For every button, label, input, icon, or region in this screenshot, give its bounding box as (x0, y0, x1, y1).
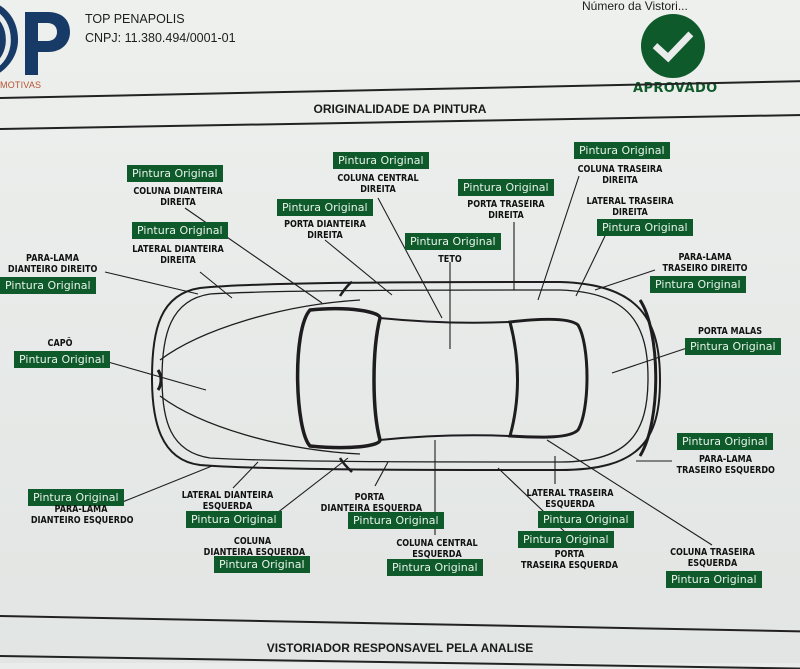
check-circle-icon (641, 14, 705, 78)
part-label: TETO (438, 254, 462, 265)
paint-status-tag[interactable]: Pintura Original (214, 556, 310, 573)
paint-status-tag[interactable]: Pintura Original (574, 142, 670, 159)
company-info: TOP PENAPOLIS CNPJ: 11.380.494/0001-01 (85, 10, 236, 48)
paint-status-tag[interactable]: Pintura Original (677, 433, 773, 450)
paint-status-tag[interactable]: Pintura Original (597, 219, 693, 236)
paint-status-tag[interactable]: Pintura Original (538, 511, 634, 528)
paint-status-tag[interactable]: Pintura Original (132, 222, 228, 239)
paint-status-tag[interactable]: Pintura Original (685, 338, 781, 355)
part-label: CAPÔ (47, 338, 73, 349)
brand-suffix: MOTIVAS (0, 80, 42, 90)
company-cnpj: CNPJ: 11.380.494/0001-01 (85, 31, 236, 45)
paint-status-tag[interactable]: Pintura Original (28, 489, 124, 506)
paint-status-tag[interactable]: Pintura Original (0, 277, 96, 294)
paint-status-tag[interactable]: Pintura Original (127, 165, 223, 182)
paint-status-tag[interactable]: Pintura Original (348, 512, 444, 529)
paint-status-tag[interactable]: Pintura Original (666, 571, 762, 588)
paint-status-tag[interactable]: Pintura Original (405, 233, 501, 250)
section-title: ORIGINALIDADE DA PINTURA (313, 102, 487, 116)
paint-status-tag[interactable]: Pintura Original (458, 179, 554, 196)
inspection-number-label: Número da Vistori... (582, 0, 688, 13)
paint-status-tag[interactable]: Pintura Original (650, 276, 746, 293)
paint-status-tag[interactable]: Pintura Original (277, 199, 373, 216)
paint-status-tag[interactable]: Pintura Original (186, 511, 282, 528)
paint-status-tag[interactable]: Pintura Original (387, 559, 483, 576)
paint-status-tag[interactable]: Pintura Original (14, 351, 110, 368)
part-label: PORTA MALAS (697, 326, 763, 337)
company-name: TOP PENAPOLIS (85, 12, 185, 26)
company-logo (0, 5, 70, 75)
paint-status-tag[interactable]: Pintura Original (518, 531, 614, 548)
footer-title: VISTORIADOR RESPONSAVEL PELA ANALISE (266, 641, 534, 655)
paint-status-tag[interactable]: Pintura Original (333, 152, 429, 169)
